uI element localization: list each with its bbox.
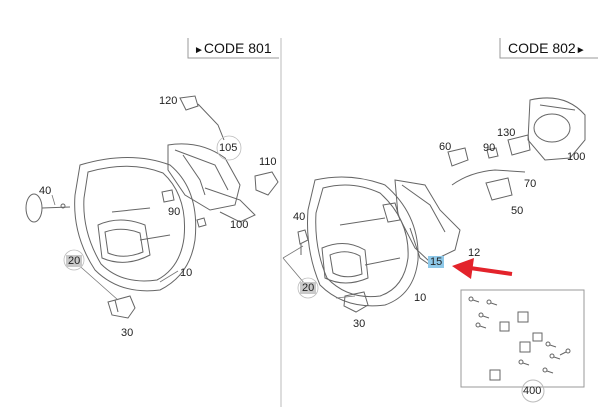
callout-50: 50	[511, 205, 524, 217]
part-120-left	[179, 95, 225, 141]
part-30-left	[107, 295, 136, 319]
callout-30: 30	[121, 327, 134, 339]
part-130-60-90-right	[447, 134, 531, 201]
code-801-frame	[187, 38, 279, 59]
triangle-right-icon: ►	[575, 45, 586, 56]
callout-12: 12	[468, 247, 481, 259]
callout-30: 30	[353, 318, 366, 330]
callout-105: 105	[219, 142, 238, 154]
callout-60: 60	[439, 141, 452, 153]
callout-110: 110	[259, 156, 277, 168]
code-801-label: ►CODE 801	[194, 40, 272, 56]
triangle-right-icon: ►	[194, 45, 204, 56]
part-30-right	[343, 291, 369, 313]
callout-120: 120	[159, 95, 178, 107]
callout-90: 90	[168, 206, 181, 218]
fasteners-box	[460, 289, 585, 388]
callout-130: 130	[497, 127, 516, 139]
airbag-module-right	[382, 179, 461, 266]
part-90-left	[161, 189, 207, 228]
callout-100: 100	[230, 219, 249, 231]
steering-wheel-right	[307, 176, 419, 307]
callout-70: 70	[524, 178, 537, 190]
callout-10: 10	[180, 267, 193, 279]
callout-20: 20	[66, 255, 83, 267]
callout-40: 40	[293, 211, 306, 223]
steering-wheel-left	[74, 157, 197, 292]
part-clock-spring-right	[527, 97, 586, 161]
callout-ring-400	[521, 379, 545, 403]
callout-100: 100	[567, 151, 586, 163]
callout-20: 20	[300, 282, 317, 294]
callout-10: 10	[414, 292, 427, 304]
fasteners-400	[468, 296, 571, 381]
callout-40: 40	[39, 185, 52, 197]
part-40-right	[297, 229, 309, 255]
leader-lines-left	[51, 135, 242, 301]
callout-90: 90	[483, 142, 496, 154]
part-40-left	[25, 193, 71, 223]
callout-15[interactable]: 15	[428, 256, 445, 268]
code-802-label: CODE 802►	[508, 40, 586, 56]
callout-400: 400	[523, 385, 542, 397]
red-arrow-icon	[452, 258, 513, 279]
code-802-frame	[499, 38, 598, 59]
